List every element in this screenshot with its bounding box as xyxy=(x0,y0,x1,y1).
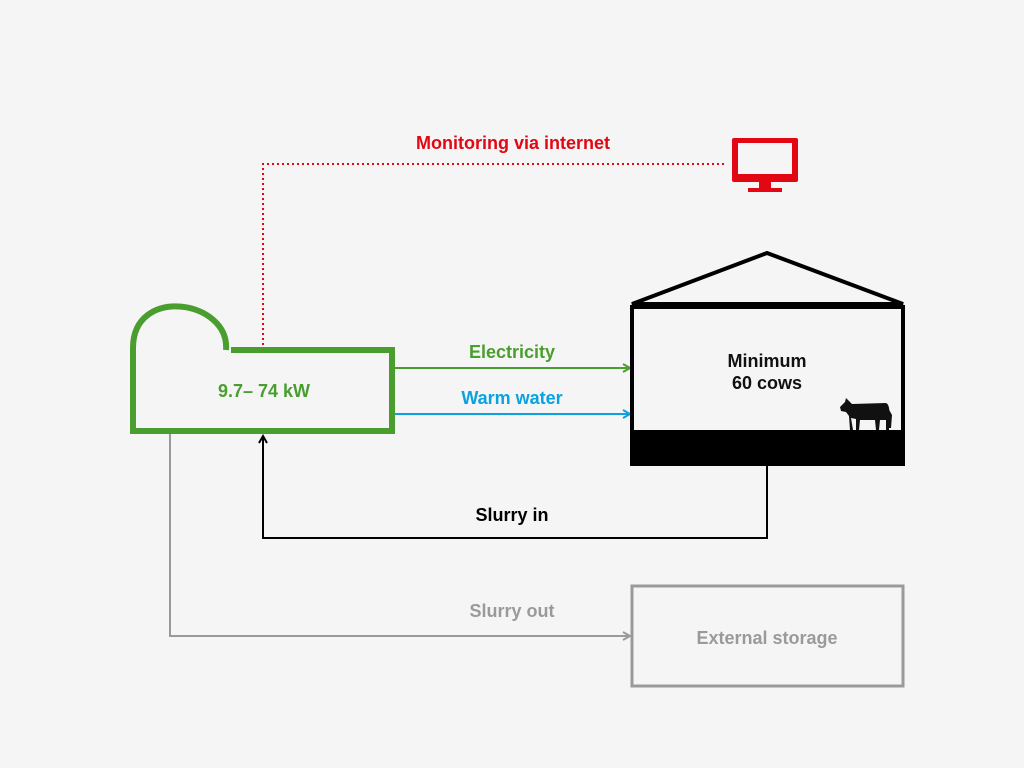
electricity-label: Electricity xyxy=(468,342,556,362)
monitoring-line xyxy=(262,163,724,345)
barn-label-line2: 60 cows xyxy=(731,373,803,393)
slurry-out-arrow xyxy=(169,434,630,636)
barn-capacity-label: Minimum 60 cows xyxy=(728,350,807,394)
warm-water-label: Warm water xyxy=(461,388,563,408)
external-storage-box xyxy=(630,584,905,688)
slurry-in-arrow xyxy=(263,436,768,539)
monitoring-label: Monitoring via internet xyxy=(415,133,611,153)
slurry-in-label: Slurry in xyxy=(475,505,549,525)
cow-icon xyxy=(840,398,892,430)
external-storage-label: External storage xyxy=(696,628,838,648)
barn-icon xyxy=(630,250,905,466)
monitor-icon xyxy=(732,138,798,192)
power-output-label: 9.7– 74 kW xyxy=(217,381,311,401)
barn-label-line1: Minimum xyxy=(727,351,807,371)
digester-icon xyxy=(130,303,395,434)
slurry-out-label: Slurry out xyxy=(469,601,555,621)
